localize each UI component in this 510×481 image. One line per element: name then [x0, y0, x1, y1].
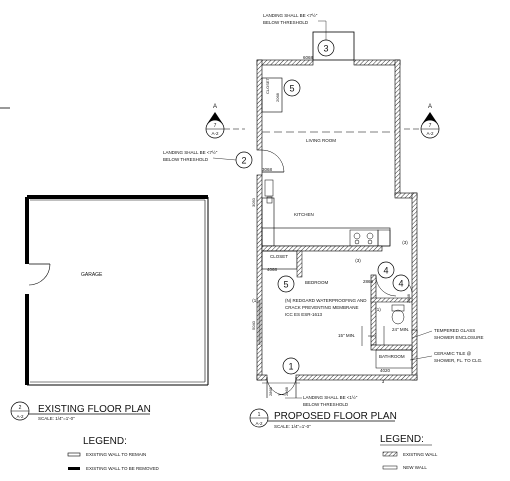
garage: GARAGE: [25, 195, 209, 386]
room-label-living: LIVING ROOM: [306, 138, 336, 143]
door-tag: 5: [283, 280, 288, 290]
door-tags: 3 5 2 5 4 4 1: [235, 39, 410, 375]
window-tag: 3: [382, 379, 385, 384]
legend-item: EXISTING WALL TO BE REMOVED: [86, 466, 160, 471]
legend-item: NEW WALL: [403, 465, 427, 470]
note-ceramic-tile: SHOWER, FL. TO CLG.: [434, 358, 482, 363]
window-tag: (1): [375, 307, 381, 312]
window-tag: (3): [402, 240, 408, 245]
note-tempered-glass: SHOWER ENCLOSURE: [434, 335, 484, 340]
title-sheet: A-2: [255, 421, 263, 426]
note-clearance: 24" MIN.: [392, 327, 409, 332]
room-label-closet: CLOSET: [270, 254, 288, 259]
note-ceramic-tile: CERAMIC TILE @: [434, 351, 472, 356]
room-label-closet: CLOSET: [265, 77, 270, 94]
note-landing-left: BELOW THRESHOLD: [163, 157, 209, 162]
section-sheet: A-2: [211, 131, 219, 136]
existing-plan-title: 2 A-2 EXISTING FLOOR PLAN SCALE: 1/4"=1'…: [10, 401, 151, 421]
dimension: 2868: [406, 293, 411, 303]
dimension: 2868: [284, 386, 289, 396]
section-letter: A: [213, 104, 217, 110]
room-label-kitchen: KITCHEN: [294, 212, 314, 217]
room-label-bedroom: BEDROOM: [305, 280, 329, 285]
note-landing-bottom: BELOW THRESHOLD: [303, 402, 349, 407]
section-number: 7: [429, 123, 432, 129]
note-waterproofing: CRACK PREVENTING MEMBRANE: [285, 305, 359, 310]
legend-proposed: LEGEND: EXISTING WALL NEW WALL: [380, 434, 438, 470]
room-labels: LIVING ROOM KITCHEN CLOSET CLOSET BEDROO…: [265, 77, 405, 359]
proposed-walls: [256, 31, 418, 398]
legend-item: EXISTING WALL TO REMAIN: [86, 452, 146, 457]
section-letter: A: [428, 104, 432, 110]
legend-existing: LEGEND: EXISTING WALL TO REMAIN EXISTING…: [67, 436, 160, 471]
window-tag: (3): [355, 258, 361, 263]
proposed-plan-title: 1 A-2 PROPOSED FLOOR PLAN SCALE: 1/4"=1'…: [249, 408, 397, 429]
note-waterproofing: ICC ES ESR-1613: [285, 312, 323, 317]
note-landing-top: BELOW THRESHOLD: [263, 20, 309, 25]
door-tag: 4: [383, 266, 388, 276]
door-tag: 1: [288, 362, 293, 372]
title-scale: SCALE: 1/4"=1'-0": [38, 416, 75, 421]
section-number: 7: [214, 123, 217, 129]
note-landing-left: LANDING SHALL BE <7½": [163, 149, 218, 155]
door-tag: 2: [241, 156, 246, 166]
dimension: 4068: [267, 267, 278, 272]
title-proposed-floor-plan: PROPOSED FLOOR PLAN: [274, 411, 397, 422]
window-tag: (1): [252, 298, 258, 303]
garage-label: GARAGE: [81, 272, 103, 278]
title-number: 1: [258, 412, 261, 418]
title-number: 2: [19, 405, 22, 411]
door-tag: 4: [398, 279, 403, 289]
dimension: 3068: [262, 167, 273, 172]
legend-item: EXISTING WALL: [403, 452, 438, 457]
dimension: 2868: [363, 279, 374, 284]
section-marker-left: A 7 A-2: [205, 104, 245, 139]
note-tempered-glass: TEMPERED GLASS: [434, 328, 475, 333]
dimension: 2868: [268, 386, 273, 396]
dimension: 3050: [251, 197, 256, 207]
dimension: 5040: [251, 320, 256, 330]
dimension: 6068: [303, 55, 314, 60]
title-existing-floor-plan: EXISTING FLOOR PLAN: [38, 404, 151, 415]
note-landing-bottom: LANDING SHALL BE <1½": [303, 394, 358, 400]
note-waterproofing: (N) REDGARD WATERPROOFING AND: [285, 298, 367, 303]
annotations: LANDING SHALL BE <7½" BELOW THRESHOLD LA…: [163, 12, 484, 407]
room-label-bathroom: BATHROOM: [379, 354, 405, 359]
window-tags: (3) (1) (3) 3 (1): [252, 240, 408, 384]
door-tag: 3: [323, 44, 328, 54]
title-scale: SCALE: 1/4"=1'-0": [274, 424, 311, 429]
section-marker-right: A 7 A-2: [404, 104, 440, 139]
legend-heading: LEGEND:: [83, 436, 127, 447]
dimension: 4020: [380, 368, 391, 373]
door-dimensions: 6068 2068 3068 3050 4068 2868 2868 5040 …: [251, 55, 411, 396]
title-sheet: A-2: [16, 414, 24, 419]
legend-heading: LEGEND:: [380, 434, 424, 445]
door-tag: 5: [289, 84, 294, 94]
section-sheet: A-2: [426, 131, 434, 136]
dimension: 2068: [275, 92, 280, 102]
note-clearance: 15" MIN.: [338, 333, 355, 338]
note-landing-top: LANDING SHALL BE <7½": [263, 12, 318, 18]
